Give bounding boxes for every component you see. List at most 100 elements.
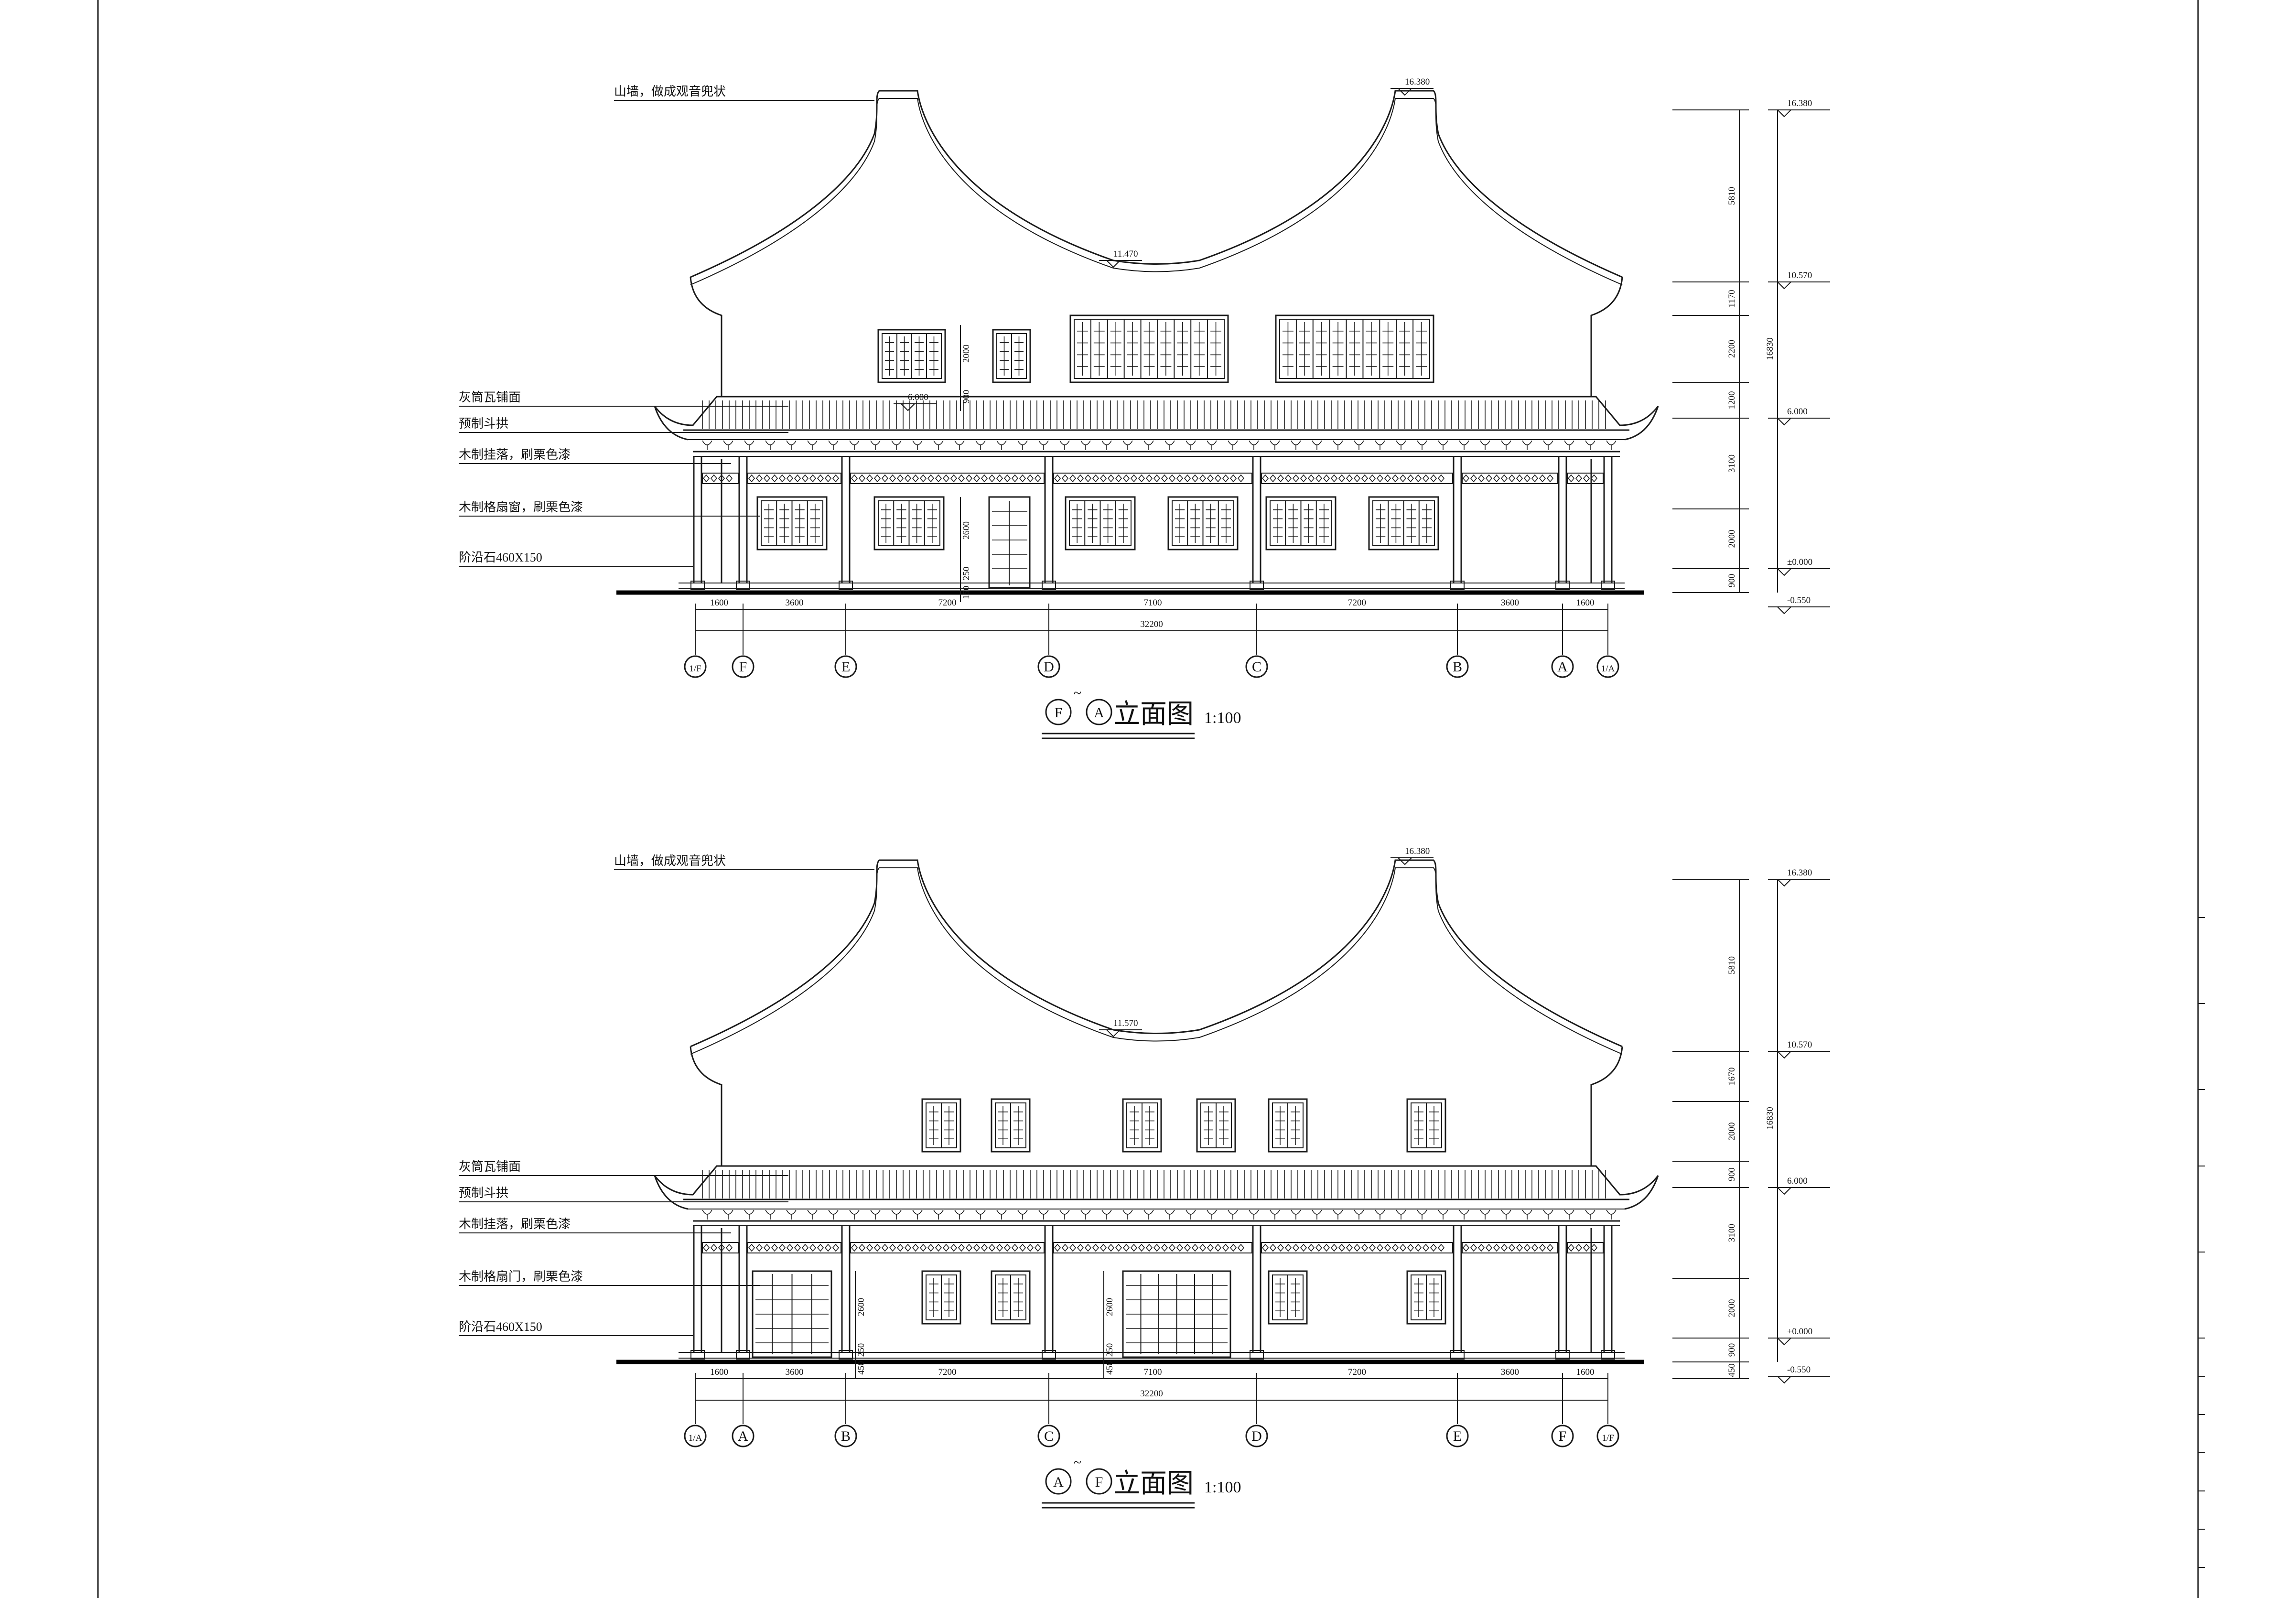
level-dim-1: 5810 — [1727, 187, 1737, 205]
gualuo-motif — [1054, 1243, 1061, 1252]
gualuo-motif — [912, 1243, 919, 1252]
grid-bubble-2 — [732, 655, 755, 678]
annotation-3: 预制斗拱 — [459, 417, 508, 431]
gualuo-motif — [1500, 474, 1508, 483]
gualuo-motif — [1229, 1243, 1237, 1252]
roof-tile-pattern — [702, 1170, 1606, 1198]
grid-label-4: C — [1044, 1428, 1054, 1444]
dougong-bracket — [1080, 440, 1091, 445]
gualuo-motif — [1003, 474, 1011, 483]
dougong-bracket — [702, 440, 712, 445]
gualuo-motif — [881, 1243, 889, 1252]
column-base-3 — [839, 581, 853, 590]
column-base-7 — [1555, 1350, 1570, 1360]
level-dim-3: 2200 — [1727, 340, 1737, 358]
column-base-2 — [736, 1350, 750, 1360]
grid-label-3: E — [841, 659, 850, 675]
top-elevation-label-marker — [1397, 88, 1413, 96]
level-marker-2 — [1776, 281, 1792, 290]
gualuo-motif — [1516, 474, 1523, 483]
eave-elevation-label: 6.000 — [908, 392, 928, 402]
level-dim-5: 3100 — [1727, 454, 1737, 473]
gualuo-motif — [1470, 1243, 1477, 1252]
elevation-1: 山墙，做成观音兜状灰筒瓦铺面预制斗拱木制挂落，刷栗色漆木制格扇窗，刷栗色漆阶沿石… — [459, 77, 1830, 739]
gualuo-motif — [1462, 1243, 1470, 1252]
dougong-bracket — [723, 1209, 733, 1215]
gualuo-motif — [1437, 1243, 1445, 1252]
ridge-elevation-label: 11.470 — [1113, 249, 1138, 259]
gualuo-motif — [904, 474, 912, 483]
level-marker-3 — [1776, 418, 1792, 426]
gualuo-motif — [1590, 474, 1598, 483]
level-dim-4: 900 — [1727, 1167, 1737, 1181]
grid-label-2: F — [739, 659, 747, 675]
gualuo-motif — [1330, 474, 1338, 483]
grid-bubble-1 — [684, 1425, 707, 1447]
dougong-bracket — [765, 440, 776, 445]
bay-dim-1: 1600 — [710, 598, 728, 608]
level-marker-1 — [1776, 109, 1792, 118]
gualuo-motif — [1284, 474, 1292, 483]
gualuo-motif — [1330, 1243, 1338, 1252]
title-end: A — [1094, 705, 1104, 721]
gualuo-motif — [809, 1243, 817, 1252]
gualuo-motif — [1407, 474, 1414, 483]
gualuo-motif — [1269, 474, 1277, 483]
gualuo-motif — [1477, 1243, 1485, 1252]
gualuo-motif — [778, 1243, 786, 1252]
grid-label-3: B — [841, 1428, 851, 1444]
grid-bubble-6 — [1446, 1425, 1469, 1447]
gualuo-motif — [919, 474, 927, 483]
dougong-bracket — [1312, 440, 1322, 445]
gualuo-motif — [817, 1243, 824, 1252]
gualuo-motif — [809, 474, 817, 483]
grid-label-6: B — [1453, 659, 1462, 675]
dougong-bracket — [1270, 440, 1280, 445]
gualuo-motif — [950, 1243, 958, 1252]
gualuo-motif — [1153, 1243, 1161, 1252]
gualuo-motif — [1122, 474, 1130, 483]
gualuo-motif — [1590, 1243, 1598, 1252]
ground-window-2 — [991, 1270, 1031, 1325]
grid-bubble-1 — [684, 655, 707, 678]
bay-dim-5: 7200 — [1348, 1367, 1366, 1377]
bracket-row — [702, 440, 1617, 450]
gualuo-motif — [1346, 474, 1353, 483]
gualuo-band — [850, 1242, 1045, 1253]
gualuo-motif — [1531, 474, 1539, 483]
gualuo-motif — [1138, 474, 1145, 483]
dougong-bracket — [1585, 440, 1595, 445]
gualuo-band — [1462, 473, 1558, 484]
gualuo-motif — [851, 474, 858, 483]
dougong-bracket — [1038, 1209, 1049, 1215]
grid-bubble-4 — [1037, 655, 1060, 678]
gualuo-band — [1261, 473, 1453, 484]
ground-window-3 — [1065, 496, 1136, 551]
column-base-4 — [1042, 581, 1056, 590]
upper-window-1 — [877, 329, 946, 383]
gualuo-motif — [1284, 1243, 1292, 1252]
dougong-bracket — [1059, 1209, 1070, 1215]
gualuo-motif — [1430, 1243, 1437, 1252]
gualuo-motif — [1338, 474, 1346, 483]
gable-outline-outer — [690, 90, 1623, 278]
gualuo-motif — [801, 474, 809, 483]
dougong-bracket — [870, 440, 881, 445]
gualuo-motif — [1575, 474, 1583, 483]
gualuo-motif — [1003, 1243, 1011, 1252]
gualuo-motif — [1107, 1243, 1115, 1252]
bay-dim-4: 7100 — [1144, 598, 1162, 608]
dougong-bracket — [1543, 440, 1553, 445]
gualuo-motif — [1261, 474, 1269, 483]
dougong-bracket — [1270, 1209, 1280, 1215]
gualuo-motif — [725, 1243, 733, 1252]
column-base-5 — [1250, 1350, 1264, 1360]
gualuo-motif — [1019, 474, 1026, 483]
gualuo-motif — [1300, 474, 1307, 483]
gualuo-motif — [1485, 1243, 1493, 1252]
level-label-1: 16.380 — [1787, 98, 1812, 108]
dougong-bracket — [849, 440, 860, 445]
gualuo-motif — [858, 1243, 866, 1252]
gualuo-motif — [824, 1243, 832, 1252]
